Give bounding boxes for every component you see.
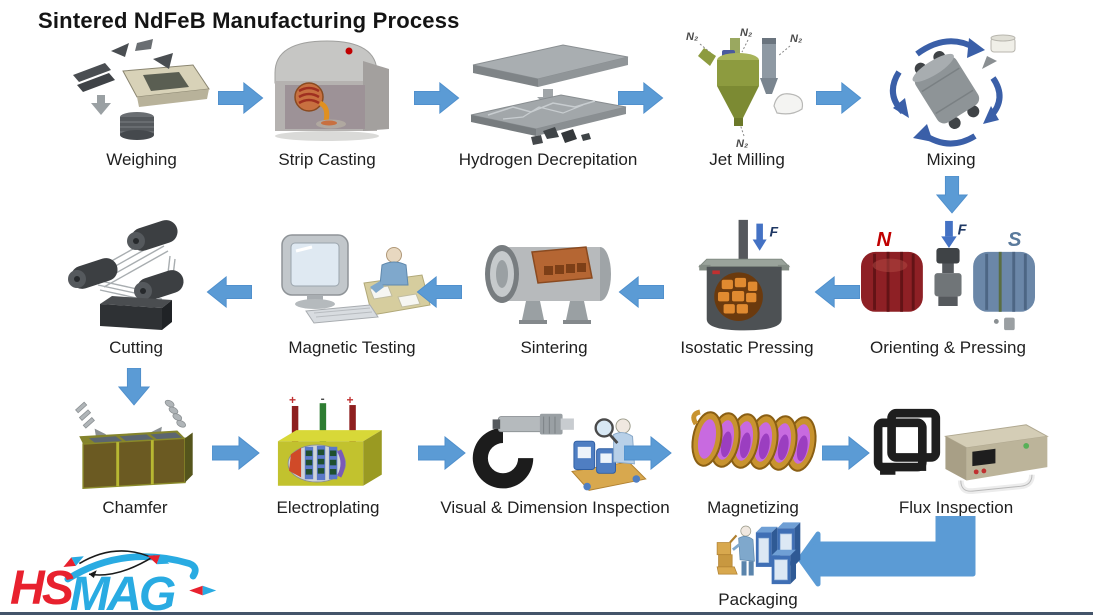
step-label-visual-dimension-inspection: Visual & Dimension Inspection [440, 498, 670, 517]
step-label-flux-inspection: Flux Inspection [898, 498, 1014, 517]
step-magnetic-testing: Magnetic Testing [260, 218, 444, 360]
packaging-icon [688, 520, 828, 588]
compass-needle-icon [63, 556, 84, 568]
strip-casting-icon [252, 30, 402, 148]
step-label-strip-casting: Strip Casting [278, 150, 376, 169]
magnetizing-icon [678, 392, 828, 496]
step-mixing: Mixing [872, 30, 1030, 172]
arrow-sintering-to-magnetic-testing [416, 276, 462, 308]
isostatic-pressing-icon: F [662, 218, 832, 336]
arrow-magnetizing-to-flux [822, 436, 870, 470]
anode-plus-label: + [347, 393, 354, 407]
n2-label: N₂ [686, 31, 698, 43]
sintering-icon [468, 218, 640, 336]
logo-arc [64, 553, 199, 583]
arrow-isostatic-to-sintering [618, 276, 664, 308]
arrow-hydrogen-decrepitation-to-jet-milling [618, 82, 664, 114]
step-label-cutting: Cutting [109, 338, 163, 357]
step-label-weighing: Weighing [106, 150, 177, 169]
arrow-flux-to-packaging [798, 516, 998, 588]
step-label-isostatic-pressing: Isostatic Pressing [680, 338, 814, 357]
step-hydrogen-decrepitation: Hydrogen Decrepitation [438, 34, 658, 172]
step-visual-dimension-inspection: Visual & Dimension Inspection [420, 392, 690, 520]
step-isostatic-pressing: F Isostatic Pressing [662, 218, 832, 360]
hsmag-logo: HS MAG [10, 544, 222, 615]
compass-needle-icon [147, 555, 170, 565]
arrow-magnetic-testing-to-cutting [206, 276, 252, 308]
step-label-jet-milling: Jet Milling [709, 150, 785, 169]
step-label-magnetic-testing: Magnetic Testing [288, 338, 416, 357]
jet-milling-icon: N₂ N₂ N₂ N₂ [672, 26, 822, 148]
step-sintering: Sintering [468, 218, 640, 360]
flux-inspection-icon [858, 392, 1054, 496]
step-label-chamfer: Chamfer [102, 498, 168, 517]
arrow-electroplating-to-visual [418, 436, 466, 470]
step-packaging: Packaging [688, 520, 828, 612]
cutting-icon [58, 218, 214, 336]
n2-label: N₂ [740, 27, 752, 39]
compass-needle-icon [189, 585, 217, 596]
step-chamfer: Chamfer [58, 392, 212, 520]
step-jet-milling: N₂ N₂ N₂ N₂ Jet Milling [672, 26, 822, 172]
step-flux-inspection: Flux Inspection [858, 392, 1054, 520]
force-label: F [769, 224, 778, 240]
anode-plus-label: + [289, 393, 296, 407]
step-label-mixing: Mixing [926, 150, 976, 169]
arrow-mixing-down [936, 176, 968, 214]
step-label-hydrogen-decrepitation: Hydrogen Decrepitation [458, 150, 638, 169]
step-label-magnetizing: Magnetizing [707, 498, 799, 517]
step-label-electroplating: Electroplating [276, 498, 380, 517]
arrow-visual-to-magnetizing [624, 436, 672, 470]
bottom-bar [0, 612, 1093, 615]
page-title: Sintered NdFeB Manufacturing Process [38, 8, 460, 33]
step-orienting-pressing: N S F Orienting & Pressing [850, 218, 1046, 360]
step-weighing: Weighing [64, 34, 219, 172]
mixing-icon [872, 30, 1030, 148]
chamfer-icon [58, 392, 212, 496]
cathode-minus-label: - [321, 393, 325, 405]
orienting-pressing-icon: N S F [850, 218, 1046, 336]
step-label-sintering: Sintering [520, 338, 588, 357]
south-pole-label: S [1008, 229, 1022, 251]
arrow-jet-milling-to-mixing [816, 82, 862, 114]
arrow-cutting-down [118, 368, 150, 406]
logo-text-hs: HS [10, 561, 74, 612]
step-magnetizing: Magnetizing [678, 392, 828, 520]
n2-label: N₂ [790, 33, 802, 45]
arrow-orienting-to-isostatic [814, 276, 860, 308]
step-label-orienting-pressing: Orienting & Pressing [870, 338, 1026, 357]
force-label: F [958, 222, 968, 238]
hydrogen-decrepitation-icon [438, 34, 658, 148]
step-cutting: Cutting [58, 218, 214, 360]
n2-label: N₂ [736, 138, 748, 148]
arrow-strip-casting-to-hydrogen-decrepitation [414, 82, 460, 114]
step-strip-casting: Strip Casting [252, 30, 402, 172]
step-label-packaging: Packaging [718, 590, 798, 609]
north-pole-label: N [876, 229, 891, 251]
step-electroplating: + + - Electroplating [254, 392, 402, 520]
electroplating-icon: + + - [254, 392, 402, 496]
arrow-weighing-to-strip-casting [218, 82, 264, 114]
magnetic-testing-icon [260, 218, 444, 336]
arrow-chamfer-to-electroplating [212, 436, 260, 470]
logo-text-mag: MAG [70, 567, 175, 612]
weighing-icon [64, 34, 219, 148]
